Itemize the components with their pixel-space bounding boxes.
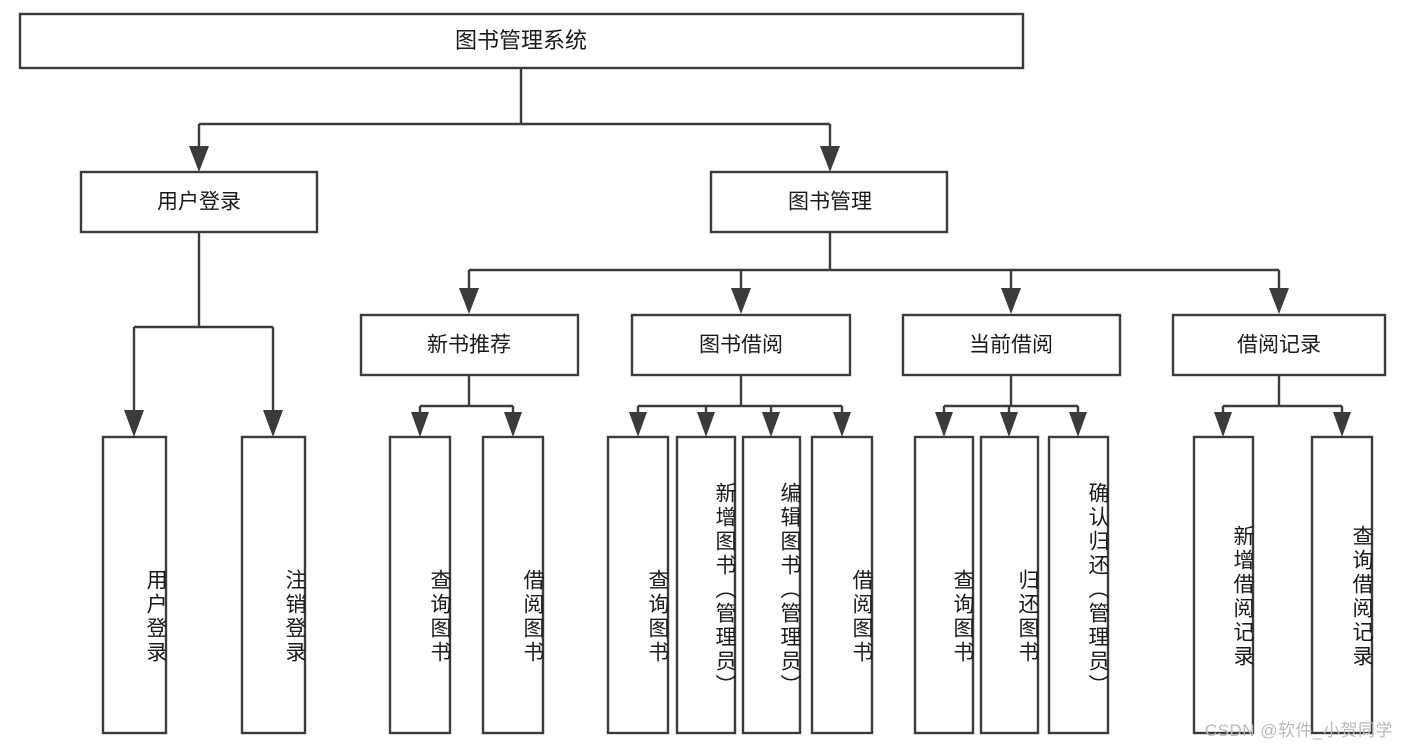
- arrow-head-icon: [1001, 288, 1021, 314]
- node-book-management[interactable]: 图书管理: [709, 170, 949, 234]
- arrow-head-icon: [124, 410, 144, 437]
- node-label: 图书借阅: [699, 334, 783, 357]
- node-box[interactable]: [675, 435, 737, 735]
- leaf-node-add-borrow-record[interactable]: [1192, 435, 1255, 735]
- node-box[interactable]: [101, 435, 168, 735]
- arrow-head-icon: [935, 412, 953, 437]
- arrow-head-icon: [820, 146, 840, 172]
- connector-book-mgmt-to-level3: [459, 232, 1289, 314]
- arrow-head-icon: [697, 412, 715, 437]
- node-box[interactable]: [1047, 435, 1110, 735]
- leaf-node-query-book-2[interactable]: [606, 435, 670, 735]
- node-label: 新书推荐: [427, 334, 511, 357]
- node-box[interactable]: [1310, 435, 1374, 735]
- node-box[interactable]: [240, 435, 307, 735]
- arrow-head-icon: [1000, 412, 1018, 437]
- leaf-node-query-book-1[interactable]: [388, 435, 452, 735]
- leaf-node-user-login[interactable]: [101, 435, 168, 735]
- arrow-head-icon: [1333, 412, 1351, 437]
- node-new-book-recommend[interactable]: 新书推荐: [359, 313, 580, 377]
- node-box[interactable]: [481, 435, 545, 735]
- node-current-borrowing[interactable]: 当前借阅: [901, 313, 1122, 377]
- arrow-head-icon: [833, 412, 851, 437]
- leaf-node-borrow-book-2[interactable]: [810, 435, 874, 735]
- arrow-head-icon: [629, 412, 647, 437]
- leaf-node-return-book[interactable]: [979, 435, 1040, 735]
- connector-borrow-record-to-leaves: [1214, 375, 1351, 437]
- leaf-node-logout[interactable]: [240, 435, 307, 735]
- node-box[interactable]: [630, 313, 852, 377]
- connector-book-borrow-to-leaves: [629, 375, 851, 437]
- node-box[interactable]: [388, 435, 452, 735]
- node-label: 图书管理系统: [455, 28, 587, 53]
- node-borrowing-record[interactable]: 借阅记录: [1171, 313, 1387, 377]
- connector-user-login-to-leaves: [124, 232, 283, 437]
- node-label: 用户登录: [157, 191, 241, 214]
- arrow-head-icon: [263, 410, 283, 437]
- arrow-head-icon: [731, 288, 751, 314]
- node-root[interactable]: 图书管理系统: [18, 12, 1025, 70]
- leaf-node-confirm-return-admin[interactable]: [1047, 435, 1110, 735]
- node-label: 借阅记录: [1237, 334, 1321, 357]
- node-book-borrowing[interactable]: 图书借阅: [630, 313, 852, 377]
- arrow-head-icon: [459, 288, 479, 314]
- leaf-node-edit-book-admin[interactable]: [741, 435, 802, 735]
- node-box[interactable]: [810, 435, 874, 735]
- arrow-head-icon: [1214, 412, 1232, 437]
- arrow-head-icon: [1069, 412, 1087, 437]
- leaf-node-query-book-3[interactable]: [913, 435, 975, 735]
- leaf-node-query-borrow-record[interactable]: [1310, 435, 1374, 735]
- node-box[interactable]: [1171, 313, 1387, 377]
- watermark-text: CSDN @软件_小贺同学: [1204, 721, 1393, 740]
- arrow-head-icon: [411, 412, 429, 437]
- node-box[interactable]: [901, 313, 1122, 377]
- connector-new-book-to-leaves: [411, 375, 522, 437]
- connector-root-to-level2: [189, 68, 840, 172]
- node-box[interactable]: [18, 12, 1025, 70]
- node-box[interactable]: [1192, 435, 1255, 735]
- leaf-node-borrow-book-1[interactable]: [481, 435, 545, 735]
- arrow-head-icon: [504, 412, 522, 437]
- connector-current-borrow-to-leaves: [935, 375, 1087, 437]
- leaf-node-add-book-admin[interactable]: [675, 435, 737, 735]
- node-user-login[interactable]: 用户登录: [79, 170, 319, 234]
- node-box[interactable]: [606, 435, 670, 735]
- node-box[interactable]: [359, 313, 580, 377]
- arrow-head-icon: [1269, 288, 1289, 314]
- node-box[interactable]: [709, 170, 949, 234]
- node-label: 当前借阅: [969, 334, 1053, 357]
- arrow-head-icon: [189, 146, 209, 172]
- node-box[interactable]: [741, 435, 802, 735]
- node-box[interactable]: [913, 435, 975, 735]
- node-label: 图书管理: [788, 191, 872, 214]
- node-box[interactable]: [79, 170, 319, 234]
- arrow-head-icon: [762, 412, 780, 437]
- node-box[interactable]: [979, 435, 1040, 735]
